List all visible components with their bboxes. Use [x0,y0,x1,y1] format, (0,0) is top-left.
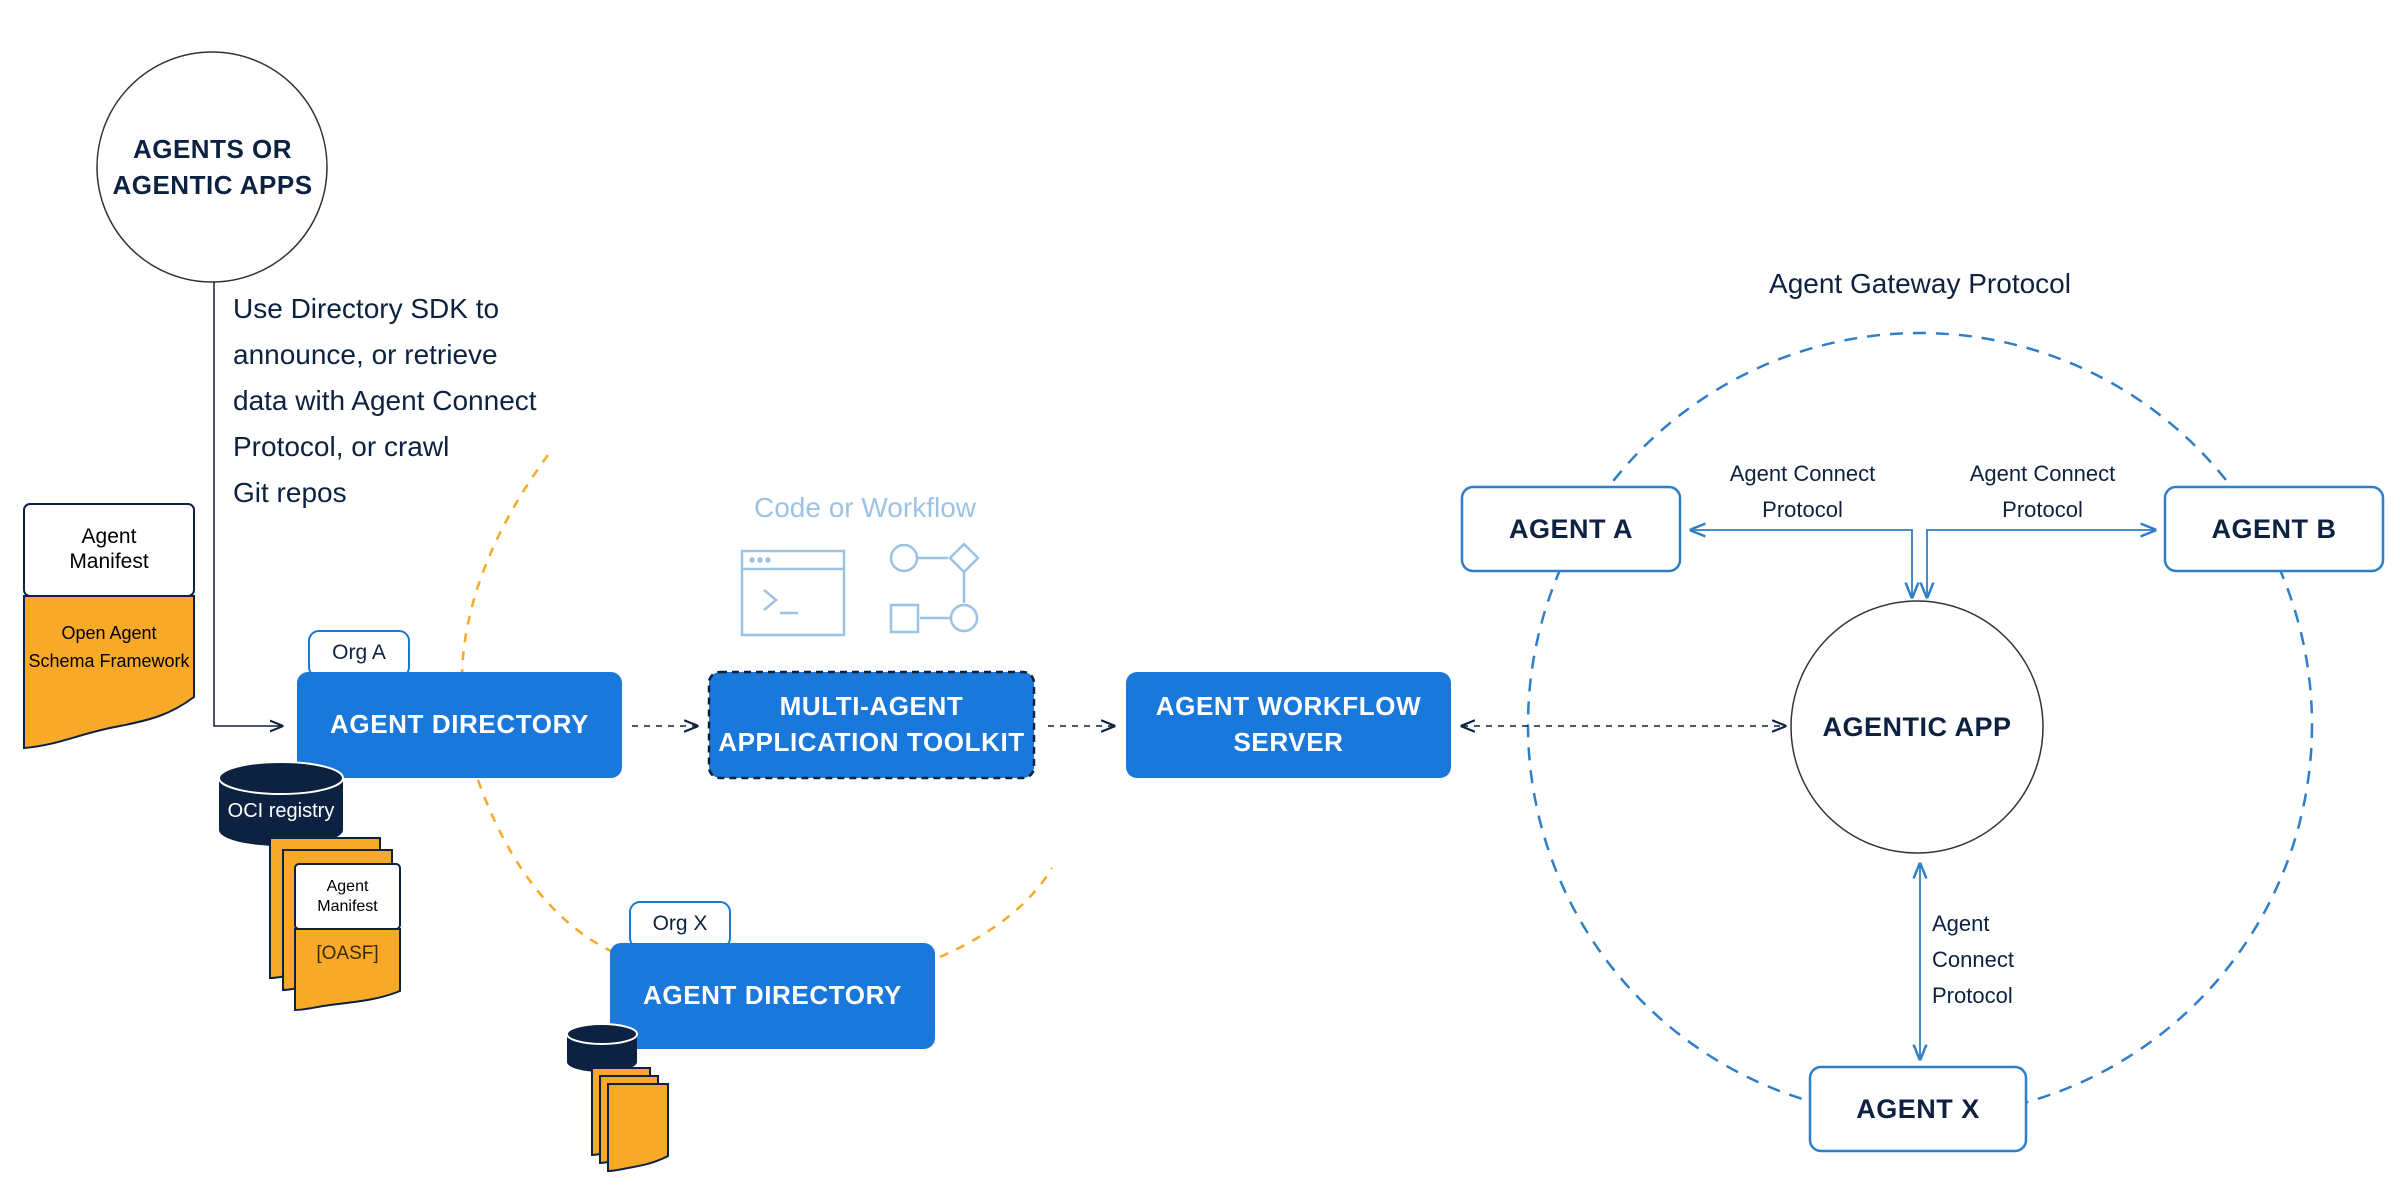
agent-a-shape [1460,485,1682,573]
protocol-label-agent-b: Agent Connect Protocol [1969,461,2116,522]
code-or-workflow-title: Code or Workflow [753,492,976,523]
manifest-schema-label: Open Agent Schema Framework [28,623,190,671]
protocol-label-agent-a: Agent Connect Protocol [1729,461,1876,522]
agent-x-shape [1808,1065,2028,1153]
orange-arc-lower [476,779,621,957]
agents-circle-label: AGENTS OR AGENTIC APPS [112,134,313,200]
oci-registry-label: OCI registry [227,799,335,822]
manifest-white-header [23,503,195,597]
agents-circle-shape [96,51,328,283]
agent-x[interactable]: AGENT X [1856,1093,1980,1124]
protocol-label-agent-x: Agent Connect Protocol [1932,911,2014,1008]
document-stack-icon [591,1067,669,1173]
terminal-window-icon [740,549,846,637]
database-cylinder-icon [218,761,344,846]
small-manifest-oasf: [OASF] [316,943,379,964]
manifest-orange-body [23,595,195,750]
arrow-app-to-agent-b [1927,530,2155,597]
small-manifest-title: Agent Manifest [317,878,378,915]
toolkit-shape [707,670,1036,780]
manifest-title: Agent Manifest [69,525,149,573]
directory-x-shape [610,943,935,1049]
document-stack-icon [269,837,401,1012]
multi-agent-toolkit[interactable]: MULTI-AGENT APPLICATION TOOLKIT [718,691,1025,757]
agent-directory-a[interactable]: AGENT DIRECTORY [330,709,589,740]
sdk-usage-note: Use Directory SDK to announce, or retrie… [233,293,537,508]
org-x-tag: Org X [652,912,708,935]
workflow-shapes-icon [889,542,980,634]
arrow-app-to-agent-a [1691,530,1912,597]
agentic-app-label: AGENTIC APP [1822,711,2012,742]
agentic-app-shape [1790,600,2044,854]
agent-workflow-server[interactable]: AGENT WORKFLOW SERVER [1155,691,1422,757]
agent-b-shape [2163,485,2385,573]
agent-a[interactable]: AGENT A [1509,513,1633,544]
orange-arc-right [939,867,1054,959]
agent-directory-x[interactable]: AGENT DIRECTORY [643,980,902,1011]
directory-a-shape [297,672,622,778]
database-cylinder-icon [566,1023,638,1072]
sdk-connector-line [213,282,282,726]
workflow-server-shape [1126,672,1451,778]
agent-b[interactable]: AGENT B [2211,513,2337,544]
agent-gateway-protocol-title: Agent Gateway Protocol [1769,268,2071,299]
org-a-tag: Org A [332,641,386,664]
